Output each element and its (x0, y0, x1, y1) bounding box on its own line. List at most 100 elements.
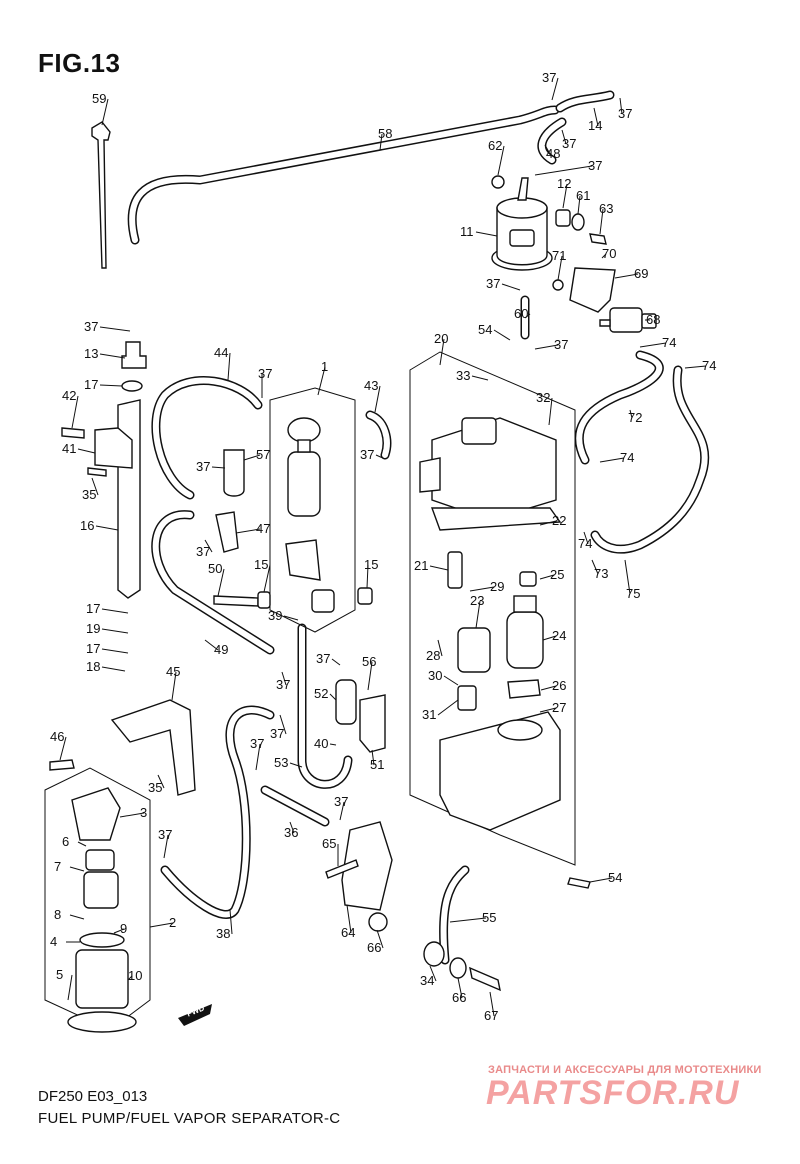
callout-label: 11 (460, 224, 474, 239)
callout-label: 56 (362, 654, 376, 669)
callout-label: 24 (552, 628, 566, 643)
callout-leader (157, 774, 165, 789)
part-26 (507, 679, 541, 699)
callout-label: 6 (62, 834, 69, 849)
callout-leader (457, 977, 463, 999)
callout-label: 42 (62, 388, 76, 403)
part-67-bolt (469, 966, 501, 992)
callout-leader (101, 666, 126, 672)
part-46-bolt (49, 759, 75, 771)
callout-leader (289, 762, 303, 768)
figure-caption: FUEL PUMP/FUEL VAPOR SEPARATOR-C (38, 1110, 341, 1127)
part-15-right (357, 587, 373, 605)
callout-label: 75 (626, 586, 640, 601)
callout-label: 37 (196, 544, 210, 559)
callout-leader (69, 914, 85, 920)
callout-leader (501, 283, 521, 291)
callout-leader (497, 145, 505, 176)
callout-leader (329, 743, 337, 746)
callout-leader (376, 929, 384, 949)
hoses (127, 90, 710, 965)
callout-label: 66 (367, 940, 381, 955)
callout-leader (281, 671, 287, 686)
callout-leader (475, 231, 498, 237)
callout-label: 12 (557, 176, 571, 191)
part-61 (571, 213, 585, 231)
callout-label: 9 (120, 921, 127, 936)
callout-label: 50 (208, 561, 222, 576)
callout-label: 31 (422, 707, 436, 722)
callout-label: 37 (588, 158, 602, 173)
parts: FWD (49, 121, 657, 1033)
callout-leader (429, 565, 449, 571)
callout-label: 1 (321, 359, 328, 374)
callout-leader (101, 648, 129, 654)
callout-leader (437, 639, 443, 657)
hose-58 (127, 105, 560, 245)
part-65-bolt (325, 859, 359, 879)
callout-label: 44 (214, 345, 228, 360)
callout-leader (624, 559, 631, 595)
hose-49 (151, 510, 275, 655)
part-13-fitting (121, 341, 147, 369)
callout-leader (469, 586, 495, 592)
callout-leader (629, 409, 633, 419)
callout-label: 74 (702, 358, 716, 373)
callout-label: 53 (274, 755, 288, 770)
part-12 (555, 209, 571, 227)
callout-label: 64 (341, 925, 355, 940)
callout-leader (539, 574, 555, 580)
part-59-tie (91, 121, 111, 269)
callout-leader (227, 352, 231, 381)
part-66-upper (368, 912, 388, 932)
callout-leader (539, 707, 557, 713)
part-35-bolt-upper (87, 467, 107, 477)
part-62 (491, 175, 505, 189)
callout-label: 5 (56, 967, 63, 982)
callout-leader (540, 685, 557, 691)
callout-leader (59, 736, 67, 761)
part-separator-bowl (439, 711, 561, 831)
callout-leader (204, 539, 213, 553)
callout-label: 35 (82, 487, 96, 502)
part-63-bolt (589, 233, 607, 245)
callout-leader (101, 628, 129, 634)
hose-72 (574, 350, 664, 465)
part-20-separator-top (419, 417, 562, 531)
callout-label: 37 (542, 70, 556, 85)
callout-label: 54 (608, 870, 622, 885)
callout-label: 37 (562, 136, 576, 151)
callout-leader (67, 974, 73, 1001)
callout-label: 8 (54, 907, 61, 922)
callout-label: 4 (50, 934, 57, 949)
callout-label: 63 (599, 201, 613, 216)
part-23 (457, 627, 491, 673)
callout-leader (317, 366, 326, 396)
callout-label: 37 (276, 677, 290, 692)
callout-leader (243, 454, 261, 461)
part-34 (423, 941, 445, 967)
frame-filter-2 (44, 767, 151, 1031)
callout-label: 10 (128, 968, 142, 983)
callout-leader (217, 568, 225, 597)
callout-leader (113, 928, 125, 934)
callout-leader (684, 365, 707, 369)
callout-leader (471, 375, 489, 381)
callout-label: 37 (618, 106, 632, 121)
callout-label: 29 (490, 579, 504, 594)
callout-label: 36 (284, 825, 298, 840)
callout-label: 59 (92, 91, 106, 106)
callout-label: 28 (426, 648, 440, 663)
callout-leader (77, 448, 96, 454)
callout-leader (489, 991, 495, 1017)
callout-label: 2 (169, 915, 176, 930)
callout-label: 16 (80, 518, 94, 533)
callout-leader (229, 909, 233, 935)
part-71 (552, 279, 564, 291)
callout-label: 19 (86, 621, 100, 636)
callout-label: 37 (316, 651, 330, 666)
part-2-fuel-filter (67, 787, 137, 1033)
